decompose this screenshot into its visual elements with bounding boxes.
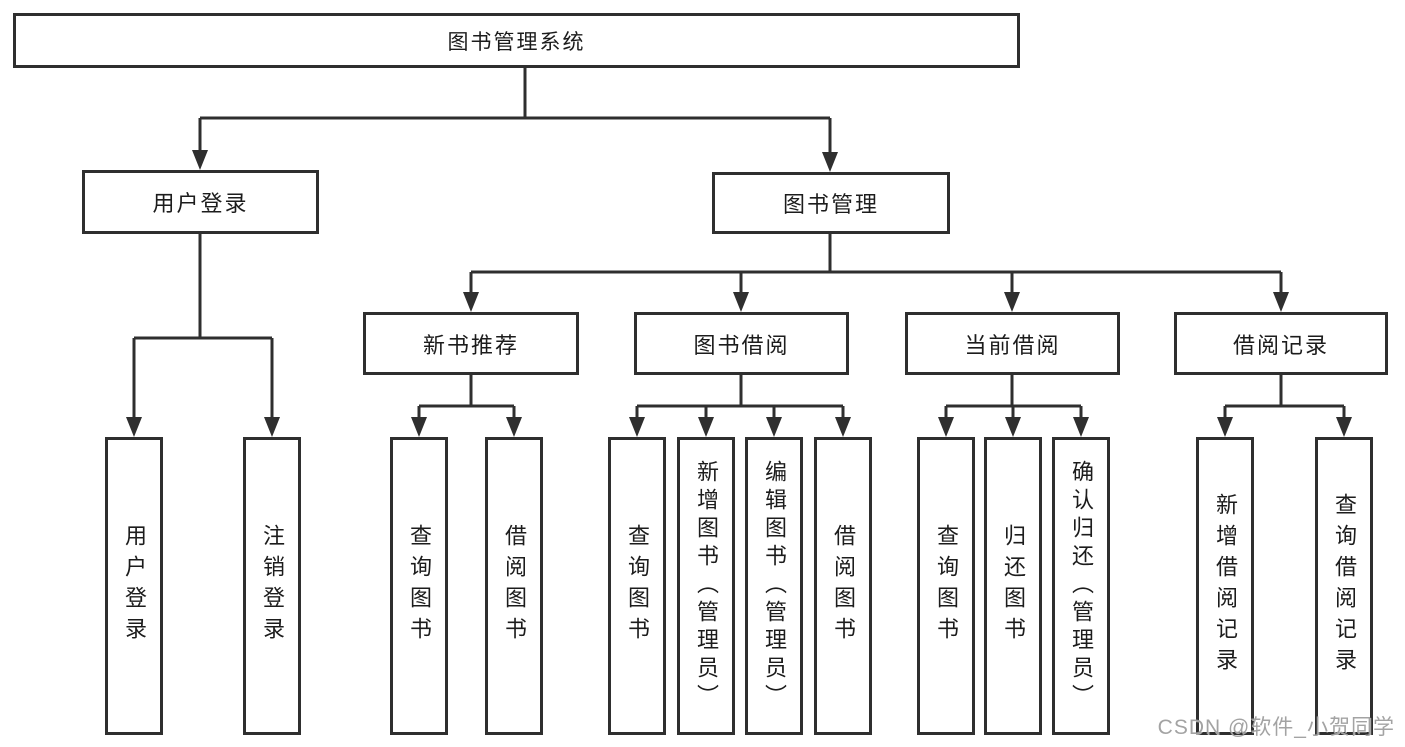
leaf-logout: 注销登录 bbox=[243, 437, 301, 735]
leaf-query-books-2: 查询图书 bbox=[608, 437, 666, 735]
connector-root-to-level2 bbox=[198, 68, 832, 154]
leaf-query-books-3: 查询图书 bbox=[917, 437, 975, 735]
leaf-borrow-books-1: 借阅图书 bbox=[485, 437, 543, 735]
node-root-system: 图书管理系统 bbox=[13, 13, 1020, 68]
node-user-login: 用户登录 bbox=[82, 170, 319, 234]
leaf-user-login: 用户登录 bbox=[105, 437, 163, 735]
connector-current-to-children bbox=[944, 375, 1083, 421]
leaf-add-borrow-record: 新增借阅记录 bbox=[1196, 437, 1254, 735]
node-book-management: 图书管理 bbox=[712, 172, 950, 234]
connector-records-to-children bbox=[1223, 375, 1346, 421]
connector-bookmgmt-to-level3 bbox=[469, 234, 1283, 296]
connector-borrow-to-children bbox=[635, 375, 845, 421]
csdn-watermark: CSDN @软件_小贺同学 bbox=[1157, 716, 1395, 739]
leaf-return-books: 归还图书 bbox=[984, 437, 1042, 735]
node-new-book-recommend: 新书推荐 bbox=[363, 312, 579, 375]
node-borrowing-records: 借阅记录 bbox=[1174, 312, 1388, 375]
leaf-query-books-1: 查询图书 bbox=[390, 437, 448, 735]
leaf-confirm-return-admin: 确认归还（管理员） bbox=[1052, 437, 1110, 735]
connector-newbook-to-children bbox=[417, 375, 516, 421]
leaf-borrow-books-2: 借阅图书 bbox=[814, 437, 872, 735]
arrowheads bbox=[126, 150, 1352, 437]
leaf-add-books-admin: 新增图书（管理员） bbox=[677, 437, 735, 735]
node-current-borrowing: 当前借阅 bbox=[905, 312, 1120, 375]
connector-userlogin-to-children bbox=[132, 234, 274, 421]
leaf-edit-books-admin: 编辑图书（管理员） bbox=[745, 437, 803, 735]
node-book-borrowing: 图书借阅 bbox=[634, 312, 849, 375]
leaf-query-borrow-record: 查询借阅记录 bbox=[1315, 437, 1373, 735]
